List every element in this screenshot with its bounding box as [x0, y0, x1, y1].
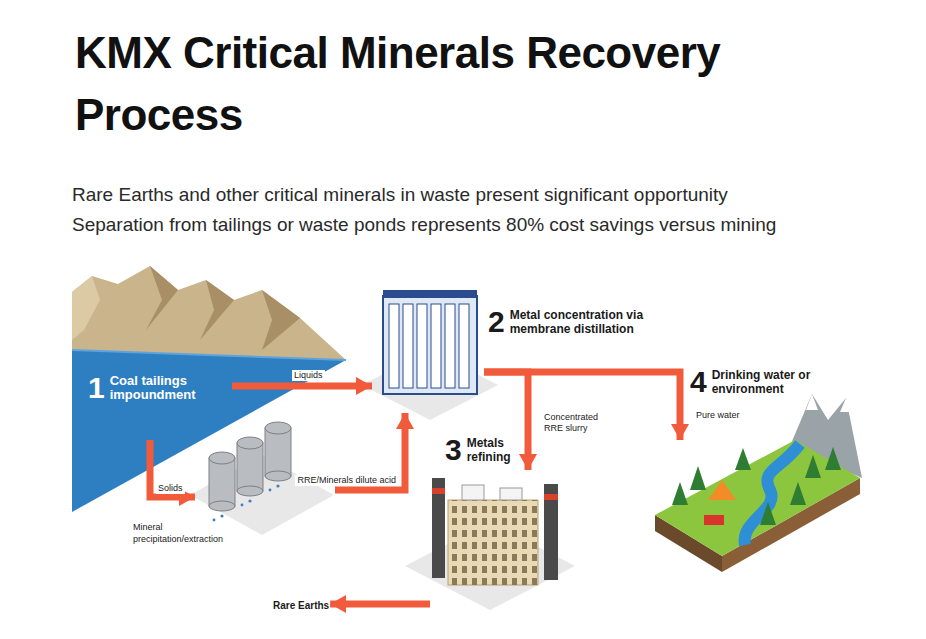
callout-number: 4 — [690, 368, 707, 396]
landscape-art-part-part — [825, 447, 841, 470]
tailings-art-part — [262, 290, 300, 350]
membrane-unit-art-part — [389, 304, 469, 388]
refinery-art-part — [544, 494, 558, 500]
tanks-art-part-part — [241, 504, 244, 507]
membrane-unit-art-part-part — [417, 304, 427, 388]
refinery-art-part — [462, 485, 484, 500]
landscape-art-part — [655, 440, 860, 556]
product-output: Rare Earths — [272, 597, 330, 614]
node-heading: 1Coal tailings impoundment — [88, 374, 205, 402]
refinery-art-part — [448, 500, 538, 585]
title: KMX Critical Minerals Recovery Process — [75, 22, 875, 146]
tailings-art-part — [146, 266, 178, 330]
subtitle-line: Separation from tailings or waste ponds … — [72, 213, 776, 237]
landscape-art — [655, 394, 862, 572]
refinery-art-part — [432, 488, 445, 494]
membrane-unit-art-part — [383, 290, 477, 298]
membrane-unit-art-part — [383, 296, 477, 394]
refinery-art-part — [448, 500, 538, 585]
landscape-art-part — [708, 480, 736, 500]
tailings-art-part — [72, 266, 346, 360]
tailings-impoundment: 1Coal tailings impoundment — [72, 360, 232, 440]
tanks-art-part-part — [265, 471, 291, 481]
refinery-art — [405, 478, 575, 610]
tailings-art-part — [200, 280, 234, 340]
landscape-art-part — [745, 444, 800, 545]
flow-label: Solids — [156, 483, 185, 494]
callout-number: 1 — [88, 374, 105, 402]
flow-label: Concentrated RRE slurry — [542, 412, 608, 434]
step-label: Mineral precipitation/extraction — [133, 521, 251, 545]
step-label: Coal tailings impoundment — [110, 374, 205, 402]
tanks-art-part — [209, 422, 291, 511]
refinery: 3Metals refining — [430, 470, 570, 610]
refinery-art-part — [432, 478, 445, 578]
membrane-unit-art-part-part — [403, 304, 413, 388]
tanks-art-part-part — [220, 514, 223, 517]
step-label: Metals refining — [467, 436, 523, 464]
tanks-art-part-part — [209, 452, 235, 464]
flow-arrow — [232, 383, 372, 390]
landscape-art-part-part — [760, 502, 776, 525]
tanks-art-part-part — [237, 443, 263, 491]
step-label: Rare Earths — [272, 597, 330, 614]
landscape-art-part-part — [672, 482, 688, 505]
flow-arrow — [150, 440, 195, 497]
flow-label: RRE/Minerals dilute acid — [295, 475, 398, 486]
tanks-art-part-part — [237, 486, 263, 496]
membrane-unit-art-part-part — [445, 304, 455, 388]
landscape-art-part — [806, 394, 818, 410]
tanks-art-part-part — [248, 499, 251, 502]
flow-label: Pure water — [694, 410, 742, 421]
tanks-art-part-part — [209, 458, 235, 506]
landscape-art-part-part — [790, 482, 806, 505]
flow-label: Liquids — [292, 370, 325, 381]
step-label: Metal concentration via membrane distill… — [510, 308, 658, 336]
membrane-unit-art-part-part — [431, 304, 441, 388]
tanks-art-part — [213, 484, 280, 521]
tanks-art-part-part — [269, 489, 272, 492]
membrane-unit-art — [362, 290, 498, 420]
tanks-art-part-part — [265, 422, 291, 434]
step-label: Drinking water or environment — [712, 368, 830, 396]
membrane-unit: 2Metal concentration via membrane distil… — [372, 288, 484, 413]
node-heading: 3Metals refining — [445, 436, 523, 464]
tanks-art-part-part — [213, 519, 216, 522]
environment: 4Drinking water or environment — [655, 440, 860, 600]
tailings-art-part — [72, 276, 100, 340]
tanks-art-part-part — [276, 484, 279, 487]
callout-number: 2 — [488, 308, 505, 336]
landscape-art-part-part — [735, 448, 751, 470]
tailings-art-part — [72, 350, 346, 360]
tanks-art-part-part — [209, 501, 235, 511]
subtitle-line: Rare Earths and other critical minerals … — [72, 183, 728, 207]
refinery-art-part — [544, 484, 558, 580]
membrane-unit-art-part-part — [389, 304, 399, 388]
landscape-art-part-part — [690, 466, 706, 490]
node-heading: 2Metal concentration via membrane distil… — [488, 308, 658, 336]
landscape-art-part — [672, 447, 841, 525]
refinery-art-part — [500, 488, 522, 500]
callout-number: 3 — [445, 436, 462, 464]
membrane-unit-art-part-part — [459, 304, 469, 388]
landscape-art-part — [704, 515, 724, 525]
flow-arrow — [484, 372, 680, 440]
landscape-art-part — [840, 398, 852, 412]
landscape-art-part-part — [805, 455, 821, 478]
flow-arrow — [330, 601, 430, 608]
tanks-art-part-part — [237, 437, 263, 449]
tanks-art-part-part — [265, 428, 291, 476]
node-heading: 4Drinking water or environment — [690, 368, 830, 396]
